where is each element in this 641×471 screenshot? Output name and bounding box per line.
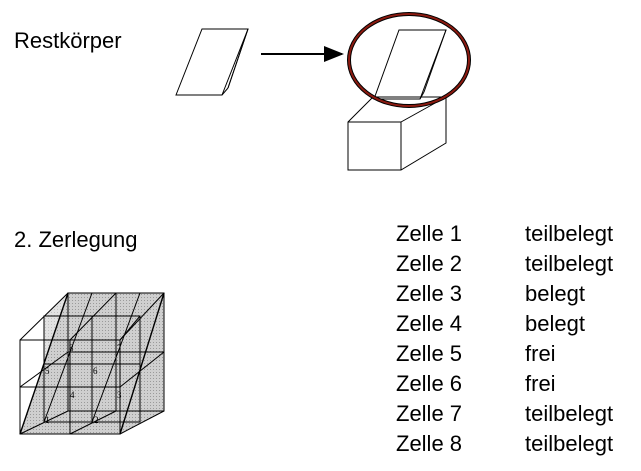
highlight-ring bbox=[347, 12, 471, 108]
cell-row: Zelle 7 teilbelegt bbox=[396, 399, 613, 429]
cell-number-3: 3 bbox=[117, 390, 122, 400]
cell-name: Zelle 4 bbox=[396, 311, 463, 336]
zerlegung-label: 2. Zerlegung bbox=[14, 227, 138, 252]
cell-row: Zelle 5 frei bbox=[396, 339, 613, 369]
cell-state: teilbelegt bbox=[525, 221, 614, 246]
cell-name: Zelle 5 bbox=[396, 341, 463, 366]
subdivided-cube: 1 2 3 4 5 6 7 8 bbox=[19, 292, 165, 435]
cell-name: Zelle 3 bbox=[396, 281, 463, 306]
cell-row: Zelle 8 teilbelegt bbox=[396, 429, 613, 459]
cell-row: Zelle 6 frei bbox=[396, 369, 613, 399]
cell-row: Zelle 3 belegt bbox=[396, 279, 613, 309]
cell-row: Zelle 2 teilbelegt bbox=[396, 249, 613, 279]
cell-state: belegt bbox=[525, 281, 585, 306]
cell-name: Zelle 1 bbox=[396, 221, 463, 246]
cell-number-4: 4 bbox=[70, 390, 75, 400]
cell-number-5: 5 bbox=[45, 366, 50, 376]
cell-state: frei bbox=[525, 341, 556, 366]
cell-status-table: Zelle 1 teilbelegt Zelle 2 teilbelegt Zell… bbox=[396, 219, 613, 459]
cell-number-1: 1 bbox=[45, 415, 50, 425]
cell-number-6: 6 bbox=[93, 366, 98, 376]
cell-name: Zelle 8 bbox=[396, 431, 463, 456]
cell-number-7: 7 bbox=[117, 343, 122, 353]
cell-state: belegt bbox=[525, 311, 585, 336]
cell-number-2: 2 bbox=[94, 415, 99, 425]
cell-row: Zelle 4 belegt bbox=[396, 309, 613, 339]
residual-prism bbox=[175, 28, 249, 96]
cell-state: teilbelegt bbox=[525, 251, 614, 276]
cell-name: Zelle 6 bbox=[396, 371, 463, 396]
restkoerper-label: Restkörper bbox=[14, 28, 122, 53]
cell-state: frei bbox=[525, 371, 556, 396]
cell-row: Zelle 1 teilbelegt bbox=[396, 219, 613, 249]
cell-state: teilbelegt bbox=[525, 431, 614, 456]
cell-number-8: 8 bbox=[69, 343, 74, 353]
box-with-prism bbox=[347, 29, 447, 171]
cell-name: Zelle 7 bbox=[396, 401, 463, 426]
cell-state: teilbelegt bbox=[525, 401, 614, 426]
cell-name: Zelle 2 bbox=[396, 251, 463, 276]
